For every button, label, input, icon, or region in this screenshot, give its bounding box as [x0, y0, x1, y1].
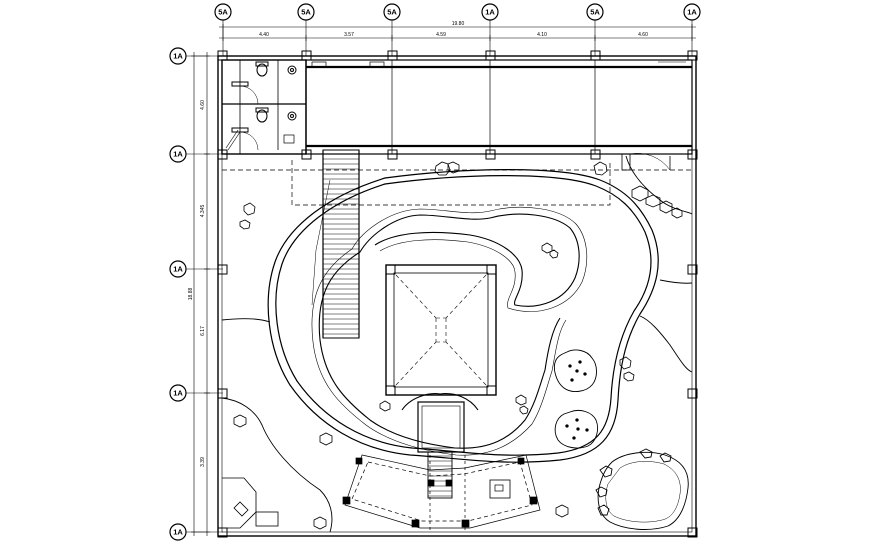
- outer-path: [267, 169, 659, 463]
- grid-bubble-left-5: 1A: [169, 523, 187, 541]
- grid-bubble-left-4: 1A: [169, 384, 187, 402]
- shrub-icon: [313, 516, 327, 530]
- gate: [621, 153, 671, 171]
- grid-label-top-1: 5A: [218, 8, 228, 17]
- tree-icon: [554, 409, 599, 449]
- rock-cluster: [625, 155, 693, 219]
- dashed-walkway: [222, 160, 692, 206]
- grid-label-top-4: 1A: [485, 8, 495, 17]
- top-overall-dimension: 19.80: [452, 21, 465, 27]
- tree-icon: [553, 349, 597, 392]
- grid-bubble-top-2: 5A: [297, 3, 315, 21]
- top-dimension-2: 3.57: [344, 32, 354, 38]
- top-dimension-lines: [219, 24, 696, 41]
- grid-bubble-top-6: 1A: [683, 3, 701, 21]
- grid-bubble-top-1: 5A: [214, 3, 232, 21]
- left-dimension-lines: [191, 52, 210, 536]
- top-grid-bubbles: 5A 5A 5A 1A 5A 1A: [214, 3, 701, 21]
- grid-bubble-left-3: 1A: [169, 260, 187, 278]
- grid-label-left-1: 1A: [173, 52, 183, 61]
- central-pavilion: [385, 264, 497, 396]
- lawn-boundaries: [221, 279, 693, 533]
- left-dimension-4: 3.39: [200, 457, 206, 467]
- left-overall-dimension: 18.88: [188, 288, 194, 301]
- shrub-icon: [541, 242, 559, 259]
- grid-label-left-5: 1A: [173, 528, 183, 537]
- grid-label-top-2: 5A: [301, 8, 311, 17]
- site-boundary: [217, 55, 697, 537]
- rock-garden: [595, 448, 689, 530]
- pergola-corridor: [305, 59, 693, 155]
- top-dimension-3: 4.59: [436, 32, 446, 38]
- left-dimension-1: 4.60: [200, 100, 206, 110]
- grid-bubble-top-5: 5A: [586, 3, 604, 21]
- shrub-icon: [434, 161, 460, 176]
- left-dimension-2: 4.345: [200, 205, 206, 218]
- shrub-icon: [619, 356, 635, 382]
- grid-bubble-top-4: 1A: [481, 3, 499, 21]
- lower-plaza: [342, 454, 541, 530]
- columns: [217, 50, 698, 538]
- shrub-icon: [319, 432, 333, 446]
- top-dimension-5: 4.60: [638, 32, 648, 38]
- toilet-block: [221, 59, 307, 155]
- shrub-icon: [555, 504, 569, 518]
- shrub-icon: [379, 400, 391, 412]
- shrub-icon: [239, 202, 256, 230]
- grid-label-top-5: 5A: [590, 8, 600, 17]
- left-dimension-3: 6.17: [200, 326, 206, 336]
- shrub-icon: [593, 161, 608, 176]
- top-dimension-1: 4.40: [259, 32, 269, 38]
- inner-pond: [311, 206, 588, 456]
- grid-lines: [186, 20, 693, 533]
- grid-label-left-4: 1A: [173, 389, 183, 398]
- grid-label-top-6: 1A: [687, 8, 697, 17]
- stair-ramp: [311, 149, 360, 339]
- grid-label-top-3: 5A: [387, 8, 397, 17]
- shrub-icon: [233, 414, 247, 428]
- grid-bubble-left-2: 1A: [169, 145, 187, 163]
- grid-label-left-2: 1A: [173, 150, 183, 159]
- grid-bubble-left-1: 1A: [169, 47, 187, 65]
- shrub-icon: [515, 394, 529, 415]
- grid-label-left-3: 1A: [173, 265, 183, 274]
- bench: [222, 477, 279, 529]
- left-grid-bubbles: 1A 1A 1A 1A 1A: [169, 47, 187, 541]
- grid-bubble-top-3: 5A: [383, 3, 401, 21]
- top-dimension-4: 4.10: [537, 32, 547, 38]
